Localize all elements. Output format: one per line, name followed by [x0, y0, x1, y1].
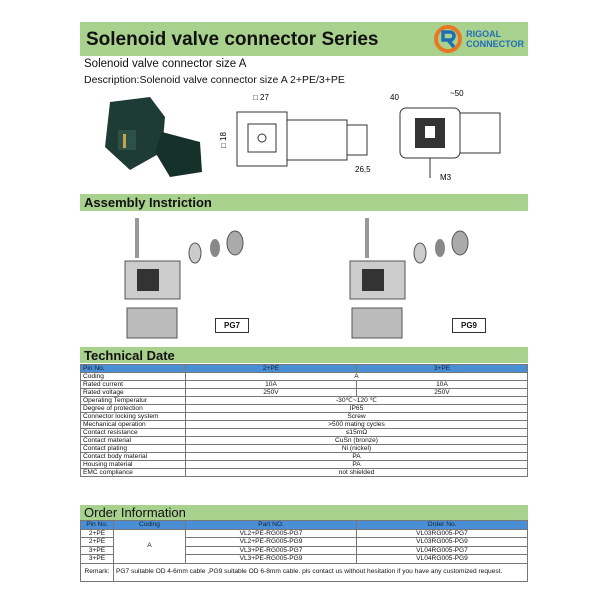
dim-18: □ 18 [219, 131, 228, 148]
side-drawing: 40 ~50 M3 [390, 89, 501, 182]
spec-value: Screw [185, 412, 528, 421]
spec-value: 10A [355, 380, 529, 389]
logo-line1: RIGOAL [466, 29, 502, 39]
assembly-heading: Assembly Instriction [80, 194, 528, 211]
spec-label: Coding [80, 372, 186, 381]
remark-row: Remark:PG7 suitable OD 4-6mm cable ,PG9 … [80, 562, 528, 582]
header-cell: Coding [113, 520, 186, 530]
order-no: VL03RG005-PG9 [356, 537, 528, 547]
spec-label: Contact body material [80, 452, 186, 461]
spec-label: Connector locking system [80, 412, 186, 421]
header-cell: Order No. [356, 520, 528, 530]
front-drawing: □ 27 □ 18 26,5 [219, 93, 371, 174]
page-title: Solenoid valve connector Series [86, 29, 379, 50]
spec-label: Contact resistance [80, 428, 186, 437]
order-no: VL03RG005-PG7 [356, 528, 528, 538]
spec-value: >500 mating cycles [185, 420, 528, 429]
dim-m3: M3 [440, 173, 452, 182]
spec-label: Rated voltage [80, 388, 186, 397]
dim-27: □ 27 [253, 93, 270, 102]
table-row: Operating Temperatur-30℃~120 ℃ [80, 396, 528, 405]
spec-label: Rated current [80, 380, 186, 389]
spec-label: Contact material [80, 436, 186, 445]
spec-label: Mechanical operation [80, 420, 186, 429]
dim-50: ~50 [450, 89, 464, 98]
table-row: Mechanical operation>500 mating cycles [80, 420, 528, 429]
pin-no: 2+PE [80, 537, 114, 547]
assembly-diagram-pg7 [124, 218, 244, 339]
technical-heading: Technical Date [80, 347, 528, 363]
pin-no: 3+PE [80, 545, 114, 555]
spec-label: EMC compliance [80, 468, 186, 477]
part-no: VL2+PE-RG005-PG9 [185, 537, 357, 547]
dim-26-5: 26,5 [355, 165, 371, 174]
spec-label: Operating Temperatur [80, 396, 186, 405]
connector-photo [105, 97, 202, 177]
spec-value: not shielded [185, 468, 528, 477]
spec-value: IP65 [185, 404, 528, 413]
spec-label: Housing material [80, 460, 186, 469]
pin-no: 2+PE [80, 528, 114, 538]
spec-value: ≤15mΩ [185, 428, 528, 437]
part-no: VL3+PE-RG005-PG7 [185, 545, 357, 555]
rigoal-logo-icon [434, 25, 463, 53]
spec-value: PA [185, 460, 528, 469]
dim-40: 40 [390, 93, 399, 102]
spec-value: -30℃~120 ℃ [185, 396, 528, 405]
part-no: VL2+PE-RG005-PG7 [185, 528, 357, 538]
label-pg9: PG9 [452, 318, 487, 333]
coding: A [113, 528, 186, 564]
spec-value: Ni (nickel) [185, 444, 528, 453]
label-pg7: PG7 [215, 318, 250, 333]
spec-value: 250V [185, 388, 357, 397]
order-heading: Order Information [80, 505, 528, 520]
spec-label: Contact plating [80, 444, 186, 453]
pin-no: 3+PE [80, 554, 114, 564]
assembly-diagram-pg9 [349, 218, 469, 339]
spec-value: CuSn (bronze) [185, 436, 528, 445]
header-cell: Part NO. [185, 520, 357, 530]
spec-value: 250V [355, 388, 529, 397]
logo-line2: CONNECTOR [466, 39, 524, 49]
remark-label: Remark: [80, 562, 114, 582]
description: Description:Solenoid valve connector siz… [84, 74, 345, 86]
header-cell: Pin No. [80, 364, 186, 373]
spec-value: 10A [185, 380, 357, 389]
spec-value: PA [185, 452, 528, 461]
header-cell: 3+PE [355, 364, 529, 373]
header-cell: 2+PE [185, 364, 357, 373]
part-no: VL3+PE-RG005-PG9 [185, 554, 357, 564]
order-no: VL04RG005-PG7 [356, 545, 528, 555]
spec-value: A [185, 372, 528, 381]
spec-label: Degree of protection [80, 404, 186, 413]
table-row: Contact resistance≤15mΩ [80, 428, 528, 437]
order-no: VL04RG005-PG9 [356, 554, 528, 564]
remark-text: PG7 suitable OD 4-6mm cable ,PG9 suitabl… [113, 562, 528, 582]
subtitle: Solenoid valve connector size A [84, 58, 247, 70]
header-cell: Pin No. [80, 520, 114, 530]
